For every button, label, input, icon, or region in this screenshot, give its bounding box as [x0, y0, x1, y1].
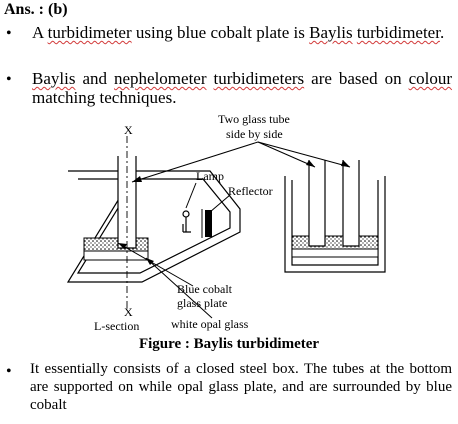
arrowheads — [118, 160, 350, 265]
bullet-2-text: Baylis and nephelometer turbidimeters ar… — [32, 69, 453, 107]
bullet-1-symbol: • — [6, 25, 12, 42]
l-section-label: L-section — [94, 319, 139, 333]
leader-lines — [117, 141, 351, 319]
bullet-3-symbol: • — [6, 363, 12, 380]
reflector-icon — [205, 210, 212, 237]
side-view-box — [284, 176, 386, 273]
x-bottom-label: X — [124, 305, 133, 319]
answer-label: Ans. : (b) — [4, 1, 68, 18]
left-opal-plate — [83, 250, 149, 261]
blue-cobalt-label-line2: glass plate — [177, 296, 227, 310]
two-tubes-label-line2: side by side — [226, 127, 283, 141]
right-opal-plate — [291, 248, 379, 258]
x-top-label: X — [124, 123, 133, 137]
white-opal-label: white opal glass — [171, 317, 249, 331]
lamp-label: Lamp — [196, 169, 224, 183]
bullet-3-text: It essentially consists of a closed stee… — [30, 361, 452, 413]
figure-caption: Figure : Baylis turbidimeter — [138, 336, 320, 352]
left-cobalt-plate — [83, 237, 149, 252]
l-section-box — [66, 170, 241, 283]
two-tubes-label-line1: Two glass tube — [218, 112, 290, 126]
right-cobalt-plate — [291, 235, 379, 250]
blue-cobalt-label-line1: Blue cobalt — [177, 282, 233, 296]
lamp-icon — [182, 210, 191, 233]
right-glass-tubes — [308, 160, 360, 247]
bullet-2-symbol: • — [6, 71, 12, 88]
reflector-label: Reflector — [228, 184, 273, 198]
bullet-1-text: A turbidimeter using blue cobalt plate i… — [32, 23, 445, 42]
